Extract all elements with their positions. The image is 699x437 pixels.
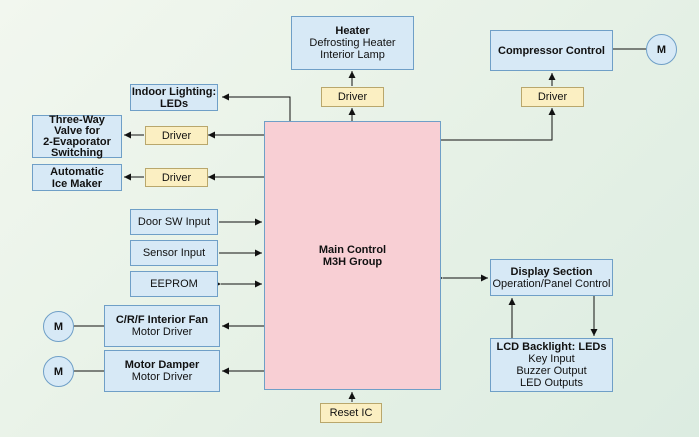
motor-damper-title: Motor Damper	[124, 359, 200, 371]
interior-fan-subtitle: Motor Driver	[131, 326, 193, 338]
main-control-line2: M3H Group	[322, 255, 383, 268]
eeprom-label: EEPROM	[150, 278, 198, 290]
heater-block: Heater Defrosting Heater Interior Lamp	[291, 16, 414, 70]
fan-motor: M	[43, 311, 74, 342]
heater-line-defrosting: Defrosting Heater	[309, 37, 396, 49]
three-way-valve-block: Three-Way Valve for 2-Evaporator Switchi…	[32, 113, 122, 159]
lcd-backlight-block: LCD Backlight: LEDs Key Input Buzzer Out…	[490, 338, 613, 392]
heater-driver: Driver	[321, 87, 384, 107]
heater-title: Heater	[335, 25, 370, 37]
ice-maker-line1: Automatic	[50, 165, 104, 178]
ice-maker-driver: Driver	[145, 168, 208, 187]
compressor-control-block: Compressor Control	[490, 30, 613, 71]
indoor-lighting-line2: LEDs	[159, 97, 189, 110]
interior-fan-title: C/R/F Interior Fan	[115, 314, 209, 326]
lcd-led-outputs: LED Outputs	[520, 377, 583, 389]
valve-driver: Driver	[145, 126, 208, 145]
valve-line2: Valve for	[54, 124, 100, 137]
lcd-key-input: Key Input	[528, 353, 575, 365]
wire-main-compressor-driver	[441, 108, 556, 141]
valve-line3: 2-Evaporator	[43, 135, 111, 148]
compressor-motor: M	[646, 34, 677, 65]
door-sw-input-block: Door SW Input	[130, 209, 218, 235]
lcd-backlight-title: LCD Backlight: LEDs	[496, 341, 607, 353]
display-section-title: Display Section	[510, 265, 593, 278]
valve-line1: Three-Way	[49, 113, 105, 126]
main-control-line1: Main Control	[318, 243, 387, 256]
ice-maker-line2: Ice Maker	[51, 177, 103, 190]
indoor-lighting-block: Indoor Lighting: LEDs	[130, 84, 218, 111]
ice-maker-block: Automatic Ice Maker	[32, 164, 122, 191]
sensor-input-block: Sensor Input	[130, 240, 218, 266]
interior-fan-block: C/R/F Interior Fan Motor Driver	[104, 305, 220, 347]
indoor-lighting-line1: Indoor Lighting:	[131, 85, 217, 98]
valve-line4: Switching	[51, 146, 103, 159]
lcd-buzzer-output: Buzzer Output	[516, 365, 587, 377]
main-control-block: Main Control M3H Group	[264, 121, 441, 390]
sensor-input-label: Sensor Input	[142, 247, 206, 259]
door-sw-input-label: Door SW Input	[137, 216, 211, 228]
compressor-driver: Driver	[521, 87, 584, 107]
heater-line-lamp: Interior Lamp	[320, 49, 385, 61]
motor-damper-block: Motor Damper Motor Driver	[104, 350, 220, 392]
reset-ic-block: Reset IC	[320, 403, 382, 423]
display-section-block: Display Section Operation/Panel Control	[490, 259, 613, 296]
damper-motor: M	[43, 356, 74, 387]
motor-damper-subtitle: Motor Driver	[131, 371, 193, 383]
eeprom-block: EEPROM	[130, 271, 218, 297]
wire-main-indoor-lighting	[222, 93, 291, 121]
compressor-control-title: Compressor Control	[498, 44, 605, 57]
display-section-subtitle: Operation/Panel Control	[492, 277, 611, 290]
